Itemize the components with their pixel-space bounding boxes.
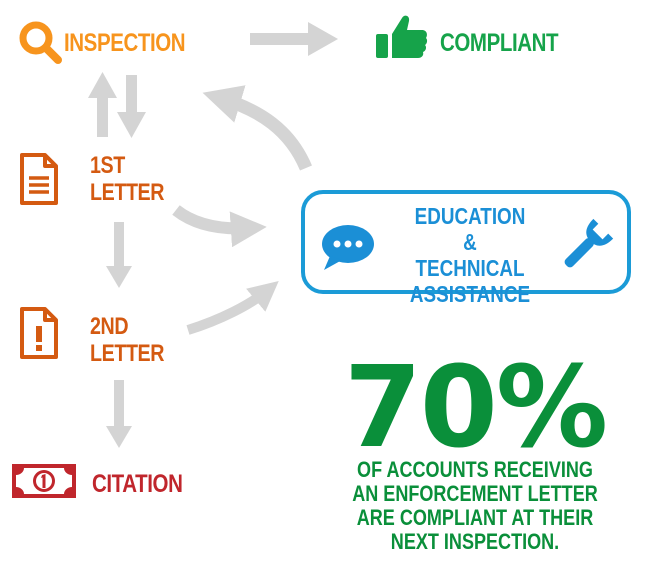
arrow-letter1-to-inspection	[88, 72, 117, 137]
magnifier-icon	[19, 21, 62, 64]
education-line2: TECHNICAL	[415, 255, 525, 281]
stat-caption-line1: OF ACCOUNTS RECEIVING	[357, 457, 593, 482]
education-line3: ASSISTANCE	[409, 281, 531, 307]
document-icon	[20, 153, 58, 205]
letter2-line2: LETTER	[90, 340, 165, 367]
compliant-label: COMPLIANT	[440, 29, 559, 57]
wrench-icon	[564, 218, 614, 268]
stat-caption-line4: NEXT INSPECTION.	[390, 529, 560, 554]
letter1-line2: LETTER	[90, 179, 165, 206]
stat-caption: OF ACCOUNTS RECEIVING AN ENFORCEMENT LET…	[352, 458, 598, 554]
education-box	[301, 190, 631, 294]
stat-value: 70%	[343, 343, 608, 473]
arrow-education-to-inspection	[202, 85, 312, 171]
education-line1: EDUCATION &	[414, 203, 526, 255]
stat-caption-line2: AN ENFORCEMENT LETTER	[352, 481, 598, 506]
arrow-inspection-to-compliant	[250, 22, 338, 56]
arrow-letter2-to-education	[186, 281, 279, 335]
letter1-label: 1ST LETTER	[90, 152, 164, 206]
inspection-label: INSPECTION	[64, 29, 186, 57]
arrow-letter1-to-education	[172, 205, 267, 248]
thumbs-up-icon	[376, 15, 428, 59]
arrow-letter1-to-letter2	[106, 222, 132, 288]
document-alert-icon	[20, 307, 58, 359]
education-label: EDUCATION & TECHNICAL ASSISTANCE	[409, 203, 532, 307]
citation-label: CITATION	[92, 470, 183, 498]
letter2-line1: 2ND	[90, 313, 129, 340]
letter2-label: 2ND LETTER	[90, 313, 164, 367]
stat-caption-line3: ARE COMPLIANT AT THEIR	[356, 505, 594, 530]
arrow-inspection-to-letter1	[117, 75, 146, 138]
arrow-letter2-to-citation	[106, 380, 132, 448]
speech-bubble-icon	[322, 225, 374, 270]
letter1-line1: 1ST	[90, 152, 125, 179]
money-bill-icon	[12, 464, 76, 498]
